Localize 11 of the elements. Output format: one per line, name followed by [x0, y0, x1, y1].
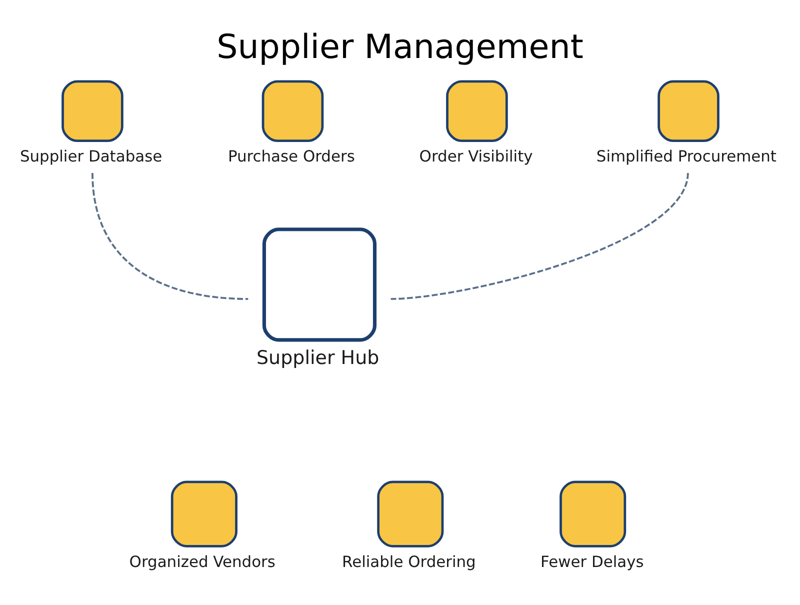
connector: [390, 172, 689, 300]
diagram-title: Supplier Management: [216, 27, 584, 66]
connector: [92, 172, 248, 300]
node-label: Supplier Database: [20, 148, 162, 166]
node-label: Simplified Procurement: [596, 148, 776, 166]
node-label: Purchase Orders: [228, 148, 355, 166]
node-label: Reliable Ordering: [342, 552, 476, 571]
node-label: Supplier Hub: [256, 347, 380, 370]
node-label: Fewer Delays: [540, 552, 644, 571]
node-label: Order Visibility: [419, 148, 533, 166]
node-label: Organized Vendors: [129, 552, 276, 571]
